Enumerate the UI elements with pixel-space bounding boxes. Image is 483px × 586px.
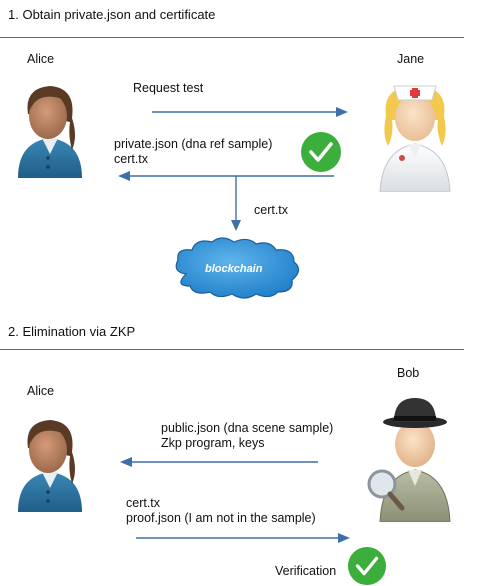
jane-nurse-icon [379, 85, 451, 192]
section2-divider [0, 349, 464, 350]
incoming-label-line2: Zkp program, keys [161, 436, 265, 450]
request-label: Request test [133, 81, 204, 95]
blockchain-arrow-label: cert.tx [254, 203, 289, 217]
incoming-arrow [120, 457, 318, 467]
section2-title: 2. Elimination via ZKP [8, 324, 136, 339]
outgoing-label-line1: cert.tx [126, 496, 161, 510]
alice-icon [18, 86, 82, 178]
check-icon [347, 546, 387, 586]
section1-title: 1. Obtain private.json and certificate [8, 7, 216, 22]
check-icon [301, 132, 341, 172]
blockchain-label: blockchain [205, 263, 263, 275]
outgoing-label-line2: proof.json (I am not in the sample) [126, 511, 316, 525]
outgoing-arrow [136, 533, 350, 543]
section1-divider [0, 37, 464, 38]
bob-detective-icon [367, 398, 451, 522]
request-arrow [152, 107, 348, 117]
response-arrow [118, 171, 334, 181]
verification-label: Verification [275, 564, 337, 578]
incoming-label-line1: public.json (dna scene sample) [161, 421, 334, 435]
actor-alice-label-1: Alice [27, 52, 55, 66]
actor-bob-label: Bob [397, 366, 420, 380]
response-label-line2: cert.tx [114, 152, 149, 166]
actor-jane-label: Jane [397, 52, 425, 66]
blockchain-arrow [231, 176, 241, 231]
actor-alice-label-2: Alice [27, 384, 55, 398]
cloud-icon [175, 237, 300, 299]
alice-icon [18, 420, 82, 512]
response-label-line1: private.json (dna ref sample) [114, 137, 273, 151]
